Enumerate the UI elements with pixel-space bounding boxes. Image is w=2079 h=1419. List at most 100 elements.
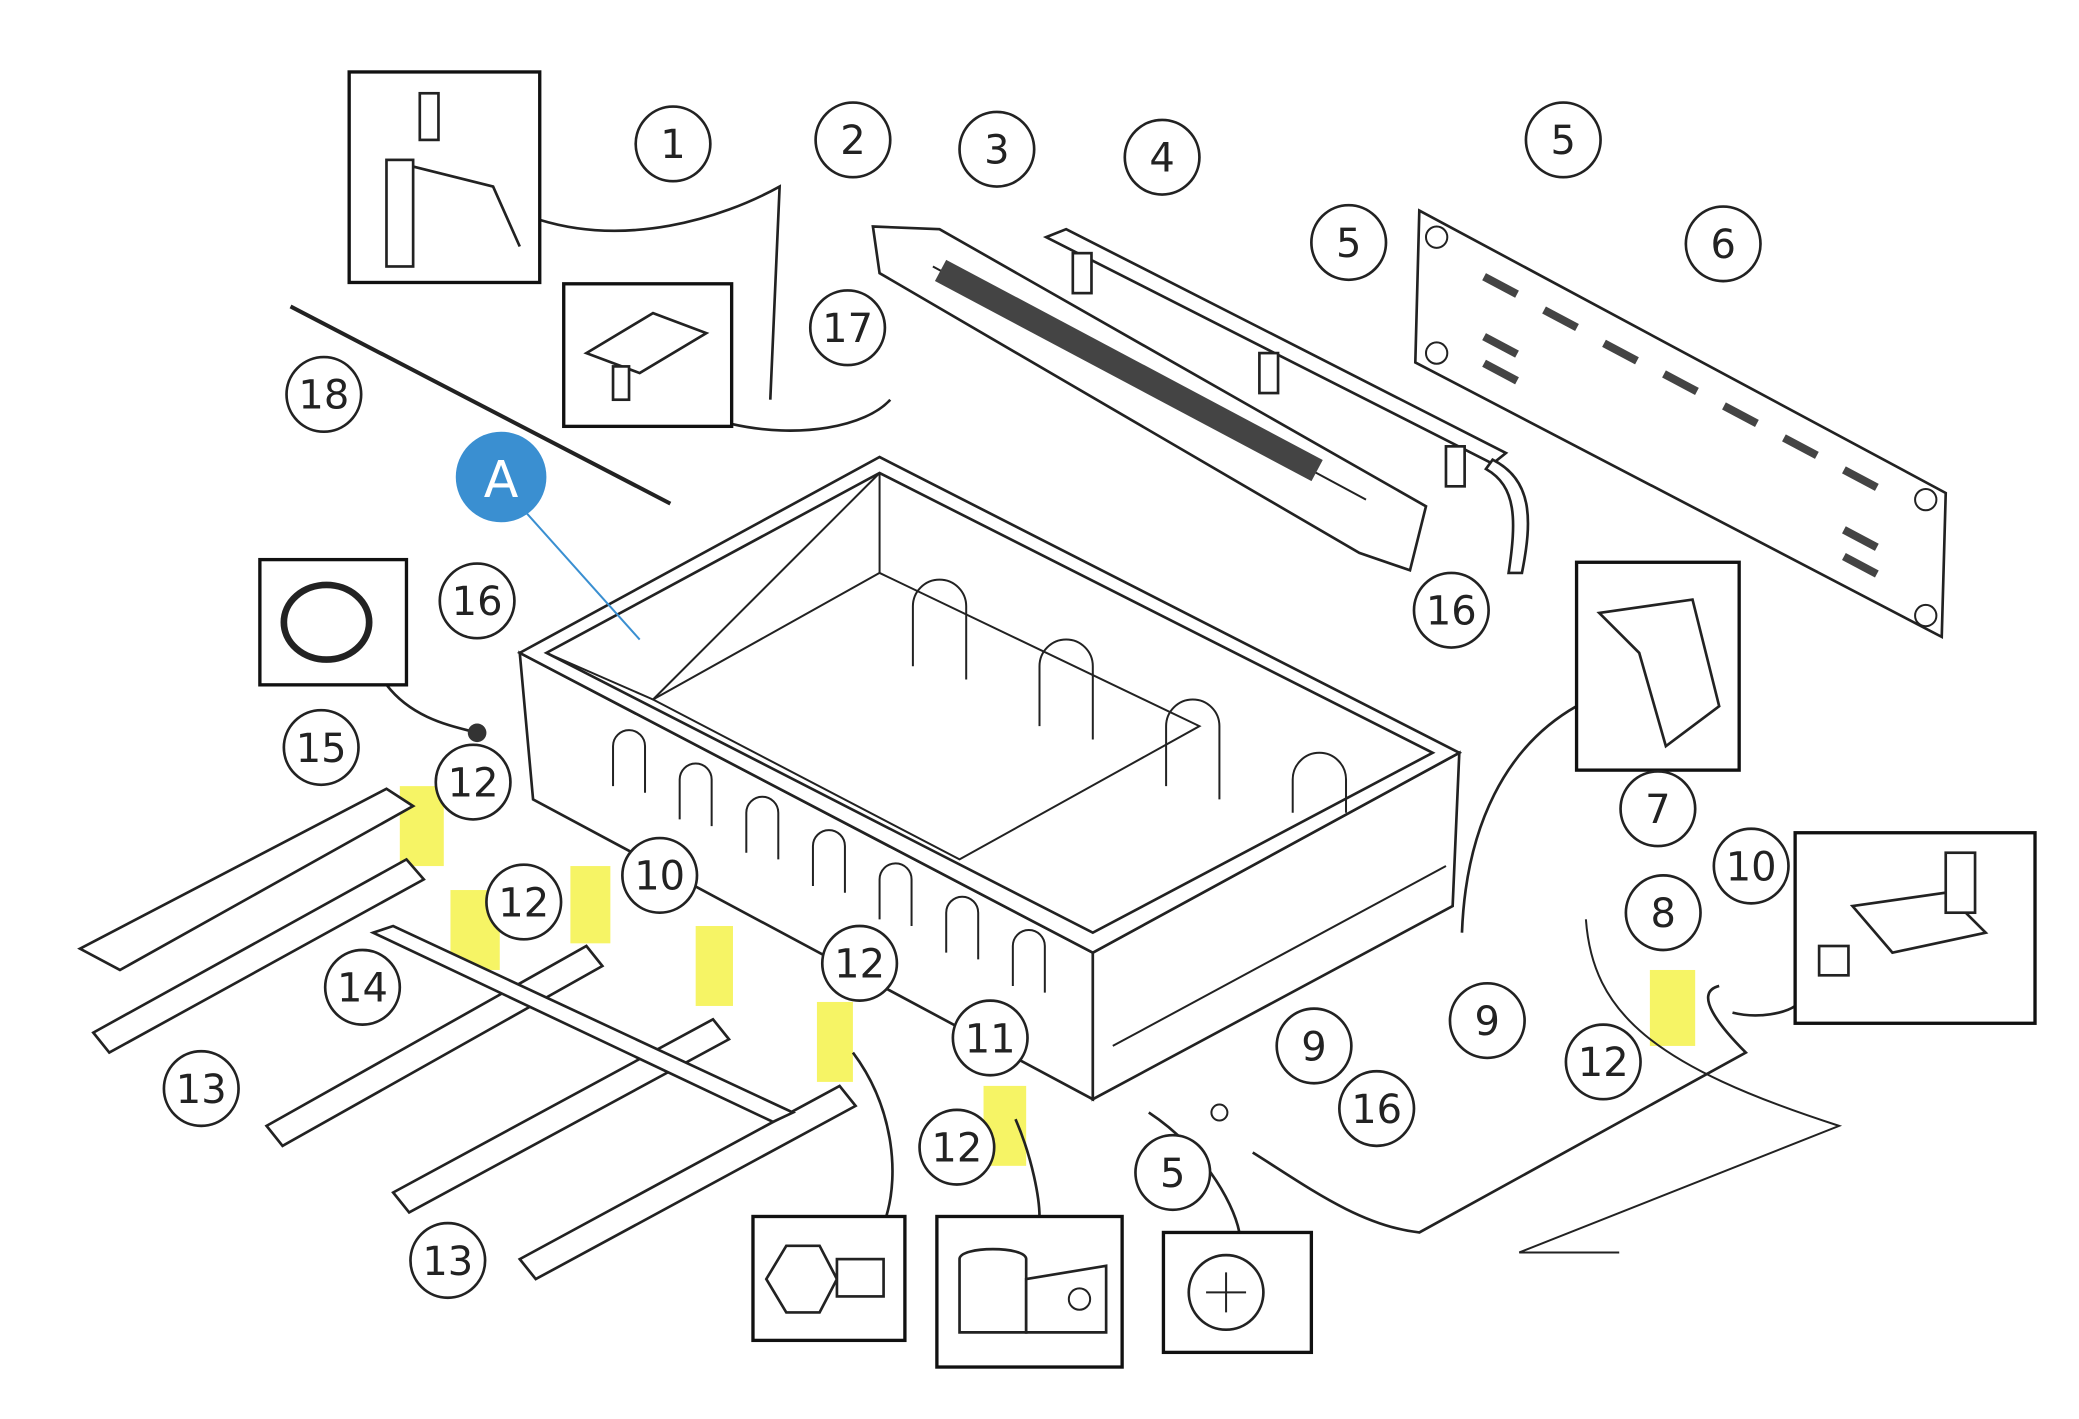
callout-circle: [1412, 571, 1490, 649]
callout-circle: [1448, 981, 1526, 1060]
callout-circle: [1564, 1023, 1642, 1101]
callout: 3: [958, 110, 1036, 188]
callout: 18: [285, 355, 363, 434]
callout-circle: [1134, 1133, 1212, 1212]
leader-inset-bolt: [851, 1051, 894, 1217]
callout: 8: [1624, 874, 1702, 952]
callout-circle: [485, 863, 563, 941]
callout: 11: [951, 999, 1029, 1077]
callout-number: 12: [834, 942, 885, 988]
callout: 4: [1123, 118, 1201, 196]
inset-electrode: [347, 70, 542, 285]
inset-ignitor-button: [562, 282, 734, 429]
rod-18: [289, 304, 672, 506]
callout-number: 10: [634, 854, 685, 900]
callout-number: 2: [840, 118, 865, 164]
callout-circle: [808, 289, 887, 367]
callout: 1: [634, 105, 712, 183]
back-panel: [1413, 208, 1948, 640]
leader-inset-ring: [385, 684, 478, 735]
callout: 15: [282, 708, 360, 787]
callout-number: 18: [298, 373, 349, 419]
callout-circle: [409, 1221, 487, 1300]
callout: 14: [323, 948, 402, 1026]
callout-number: 5: [1551, 118, 1576, 164]
callout-number: 9: [1475, 999, 1500, 1045]
callout-number: 14: [337, 966, 388, 1012]
callout: 9: [1448, 981, 1526, 1060]
callout: 9: [1275, 1007, 1353, 1085]
callout: 5: [1310, 203, 1388, 282]
callout: 6: [1684, 205, 1762, 283]
callout-number: 7: [1645, 787, 1670, 833]
highlight: [570, 866, 611, 944]
callout-number: 11: [965, 1016, 1016, 1062]
callout-circle: [323, 948, 402, 1026]
callout-circle: [1338, 1069, 1416, 1148]
callout-circle: [1524, 101, 1602, 179]
callout: 12: [485, 863, 563, 941]
callout: 12: [918, 1108, 996, 1186]
callout-number: 12: [1578, 1040, 1629, 1086]
callout-number: 1: [660, 122, 685, 168]
callout-number: 5: [1160, 1151, 1185, 1197]
callout: 10: [621, 836, 699, 915]
inset-clip: [1574, 560, 1741, 772]
callout: 7: [1619, 770, 1697, 848]
callout-number: 5: [1336, 221, 1361, 267]
callout-number: 15: [296, 726, 347, 772]
callout-circle: [918, 1108, 996, 1186]
callout: 13: [409, 1221, 487, 1300]
callout-number: 3: [984, 128, 1009, 174]
callout: 16: [1412, 571, 1490, 649]
inset-valve: [1793, 831, 2037, 1025]
marker-a-leader: [525, 512, 641, 641]
callout-circle: [814, 101, 892, 179]
ignitor-wire: [730, 398, 892, 432]
inset-screw: [1161, 1230, 1314, 1355]
callout-circle: [1123, 118, 1201, 196]
gas-line-2: [1518, 919, 1843, 1254]
leader-inset-valve: [1732, 1004, 1796, 1017]
callout-circle: [1619, 770, 1697, 848]
callout: 12: [1564, 1023, 1642, 1101]
leader-inset-bracket: [1014, 1118, 1041, 1217]
callout-number: 9: [1301, 1024, 1326, 1070]
callout-circle: [951, 999, 1029, 1077]
inset-bolt: [751, 1214, 907, 1343]
callout-circle: [1712, 827, 1790, 905]
washer: [1210, 1103, 1229, 1122]
callout-number: 16: [452, 579, 503, 625]
callout-number: 16: [1426, 589, 1477, 635]
callout: 2: [814, 101, 892, 179]
callout: 12: [820, 924, 899, 1002]
callout-circle: [1275, 1007, 1353, 1085]
callout-number: 12: [448, 760, 499, 806]
inset-bracket: [935, 1214, 1124, 1369]
highlight: [1649, 969, 1696, 1046]
callout: 13: [162, 1049, 240, 1128]
callout-circle: [434, 743, 512, 821]
burner-arches: [612, 578, 1348, 993]
ignition-wire: [539, 184, 782, 400]
highlight: [816, 1001, 853, 1082]
heat-shield: [871, 225, 1428, 572]
marker-a: A: [455, 431, 547, 523]
burner-tubes: [77, 787, 858, 1281]
callout-number: 13: [176, 1067, 227, 1113]
callout-circle: [634, 105, 712, 183]
support-rod: [1042, 227, 1530, 575]
marker-a-label: A: [484, 450, 519, 509]
callout-circle: [820, 924, 899, 1002]
callout: 17: [808, 289, 887, 367]
callout: 5: [1134, 1133, 1212, 1212]
callout-circle: [1310, 203, 1388, 282]
callout-circle: [285, 355, 363, 434]
callout-number: 16: [1351, 1087, 1402, 1133]
highlight: [695, 926, 733, 1006]
grommet: [467, 723, 487, 743]
callout-number: 4: [1149, 136, 1174, 182]
callout-circle: [438, 562, 516, 640]
inset-ring: [258, 557, 409, 687]
